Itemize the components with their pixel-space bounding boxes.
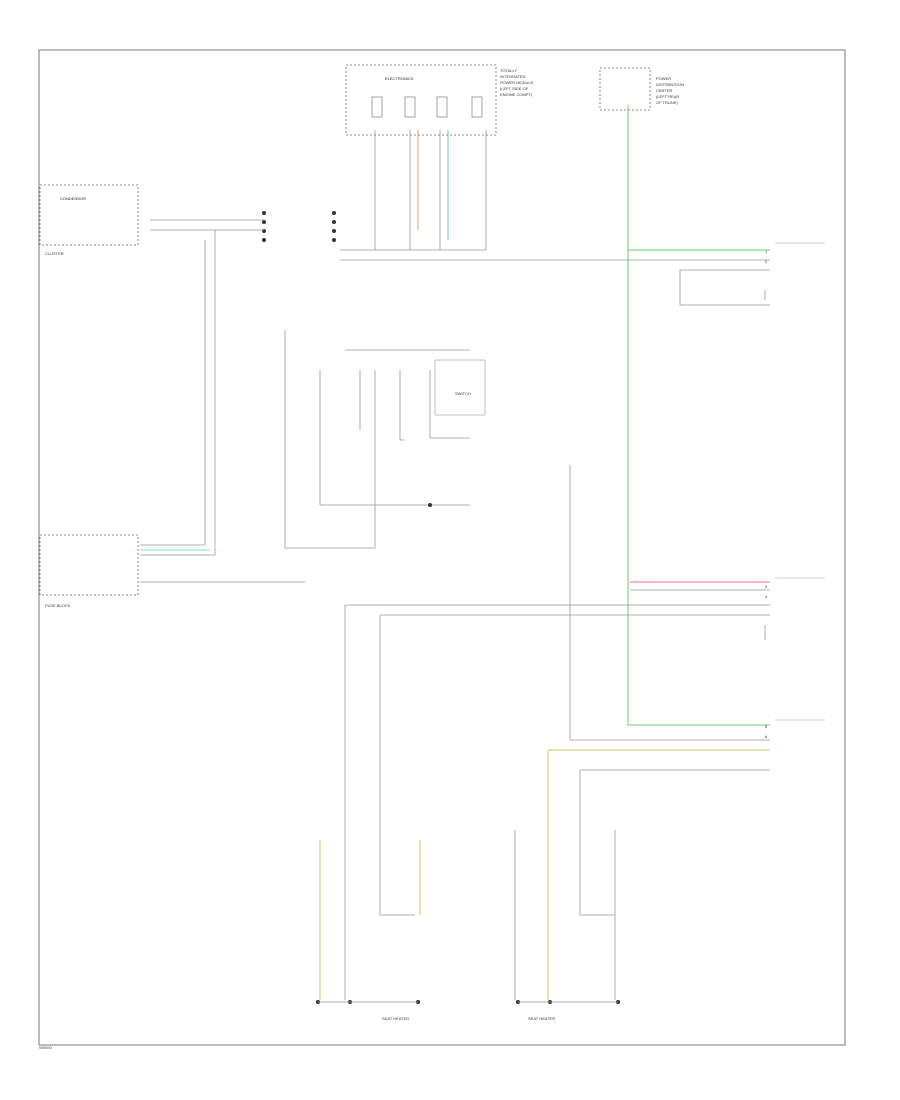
svg-text:5: 5	[765, 724, 768, 729]
pin-labels: 1 2 3 4 5 6	[765, 249, 768, 739]
center-connector	[262, 211, 336, 242]
svg-text:INTEGRATED: INTEGRATED	[500, 74, 526, 79]
diagram-frame	[38, 49, 846, 1046]
svg-text:4: 4	[765, 594, 768, 599]
cluster-box-label: CONDENSOR	[60, 196, 86, 201]
seat-heater-left-label: SEAT HEATER	[382, 1016, 409, 1021]
fuse-block-label: FUSE BLOCK	[45, 603, 71, 608]
right-connectors	[775, 242, 825, 721]
svg-text:(LEFT REAR: (LEFT REAR	[656, 94, 679, 99]
svg-text:6: 6	[765, 734, 768, 739]
svg-text:ENGINE COMPT): ENGINE COMPT)	[500, 92, 533, 97]
svg-text:(LEFT SIDE OF: (LEFT SIDE OF	[500, 86, 529, 91]
svg-text:POWER: POWER	[656, 76, 671, 81]
svg-text:DISTRIBUTION: DISTRIBUTION	[656, 82, 684, 87]
left-lower-module: FUSE BLOCK	[39, 534, 139, 608]
diagram-code: W0000	[39, 1045, 52, 1050]
svg-text:OF TRUNK): OF TRUNK)	[656, 100, 678, 105]
svg-text:1: 1	[765, 249, 768, 254]
seat-heater-right-label: SEAT HEATER	[528, 1016, 555, 1021]
cluster-module: CONDENSOR CLUSTER	[39, 184, 139, 256]
svg-text:POWER MODULE: POWER MODULE	[500, 80, 534, 85]
svg-text:CENTER: CENTER	[656, 88, 673, 93]
electronics-module: ELECTRONICS TOTALLY INTEGRATED POWER MOD…	[345, 64, 534, 136]
switch-block: SWITCH	[428, 359, 486, 507]
electronics-label: ELECTRONICS	[385, 76, 414, 81]
switch-label: SWITCH	[455, 391, 471, 396]
cluster-label: CLUSTER	[45, 251, 64, 256]
svg-text:3: 3	[765, 584, 768, 589]
svg-text:2: 2	[765, 259, 768, 264]
fuse-module-top-right: POWER DISTRIBUTION CENTER (LEFT REAR OF …	[599, 67, 684, 111]
svg-text:TOTALLY: TOTALLY	[500, 68, 517, 73]
